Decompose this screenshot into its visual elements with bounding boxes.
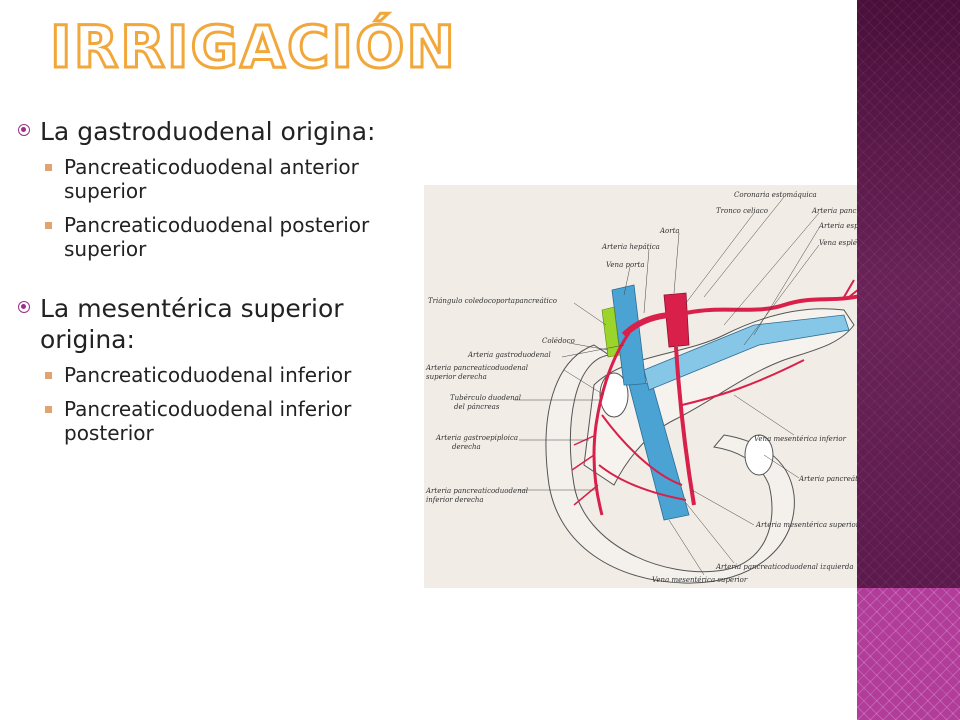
sub-bullet-text: Pancreaticoduodenal inferior posterior: [64, 397, 352, 445]
square-bullet-icon: [45, 222, 52, 229]
label-mesenterica-superior: Arteria mesentérica superior: [755, 521, 857, 529]
label-arteria-esplenica: Arteria esplénica: [818, 222, 857, 230]
decorative-side-strip: [857, 0, 960, 720]
label-coledoco: Colédoco: [542, 337, 575, 345]
bullet-text: La mesentérica superior origina:: [40, 294, 344, 354]
label-gastroepiploica: derecha: [452, 443, 481, 451]
leader-lines: [514, 196, 820, 576]
splenic-branch-1: [843, 279, 857, 298]
bullet-mesenterica: La mesentérica superior origina:: [18, 293, 418, 355]
label-pd-inferior-derecha: Arteria pancreaticoduodenal: [425, 487, 528, 495]
sub-bullet-text: Pancreaticoduodenal inferior: [64, 363, 352, 387]
circle-bullet-icon: [18, 124, 30, 136]
superior-mesenteric-artery: [674, 346, 696, 506]
label-pd-superior-derecha: Arteria pancreaticoduodenal: [425, 364, 528, 372]
label-vena-mesenterica-inferior: Vena mesentérica inferior: [754, 435, 847, 443]
bullet-gastroduodenal: La gastroduodenal origina:: [18, 116, 418, 147]
label-pancreatica-inferior: Arteria pancreática inferior: [798, 475, 857, 483]
sub-bullet: Pancreaticoduodenal inferior: [18, 363, 418, 387]
label-aorta: Aorta: [659, 227, 680, 235]
strip-light-panel: [857, 588, 960, 720]
aorta: [663, 292, 690, 348]
square-bullet-icon: [45, 164, 52, 171]
inferior-pancreatic-artery: [681, 359, 805, 406]
splenic-artery: [685, 294, 857, 315]
square-bullet-icon: [45, 406, 52, 413]
anatomy-diagram: Coronaria estomáquica Tronco celiaco Art…: [425, 191, 857, 584]
superior-mesenteric-vein: [628, 382, 690, 521]
duodenal-lumen: [599, 372, 629, 418]
bullet-list: La gastroduodenal origina: Pancreaticodu…: [18, 116, 418, 455]
label-triangulo: Triángulo coledocoportapancreático: [428, 297, 557, 305]
label-tronco: Tronco celiaco: [716, 207, 768, 215]
label-arteria-hepatica: Arteria hepática: [601, 243, 660, 251]
bullet-text: La gastroduodenal origina:: [40, 117, 376, 146]
gastroduodenal-artery: [592, 332, 631, 516]
hepatic-artery: [621, 312, 670, 338]
sub-bullet-text: Pancreaticoduodenal posterior superior: [64, 213, 370, 261]
sub-bullet: Pancreaticoduodenal inferior posterior: [18, 397, 418, 445]
square-bullet-icon: [45, 372, 52, 379]
label-pancreatica-esplenica: Arteria pancreática de la esplénica: [811, 207, 857, 215]
sub-bullet: Pancreaticoduodenal anterior superior: [18, 155, 418, 203]
pancreas-irrigation-illustration: Coronaria estomáquica Tronco celiaco Art…: [424, 185, 857, 588]
label-vena-mesenterica-superior: Vena mesentérica superior: [652, 576, 748, 584]
strip-dark-panel: [857, 0, 960, 588]
label-tuberculo: Tubérculo duodenal: [450, 394, 521, 402]
label-gastroepiploica: Arteria gastroepiploica: [435, 434, 518, 442]
label-coronaria: Coronaria estomáquica: [734, 191, 817, 199]
bile-duct: [601, 306, 621, 358]
splenic-vein: [643, 314, 850, 391]
sub-bullet-text: Pancreaticoduodenal anterior superior: [64, 155, 359, 203]
label-tuberculo: del páncreas: [454, 403, 500, 411]
label-vena-porta: Vena porta: [606, 261, 645, 269]
label-pd-izquierda: Arteria pancreaticoduodenal izquierda: [715, 563, 854, 571]
label-vena-esplenica: Vena esplénica: [819, 239, 857, 247]
label-pd-superior-derecha: superior derecha: [426, 373, 487, 381]
label-gastroduodenal: Arteria gastroduodenal: [467, 351, 551, 359]
pancreatic-arcade: [598, 414, 687, 501]
duodenum-shape: [545, 344, 795, 584]
sub-bullet: Pancreaticoduodenal posterior superior: [18, 213, 418, 261]
jejunum-opening: [744, 434, 774, 476]
label-pd-inferior-derecha: inferior derecha: [426, 496, 484, 504]
circle-bullet-icon: [18, 301, 30, 313]
slide-title: Irrigación: [49, 13, 457, 81]
